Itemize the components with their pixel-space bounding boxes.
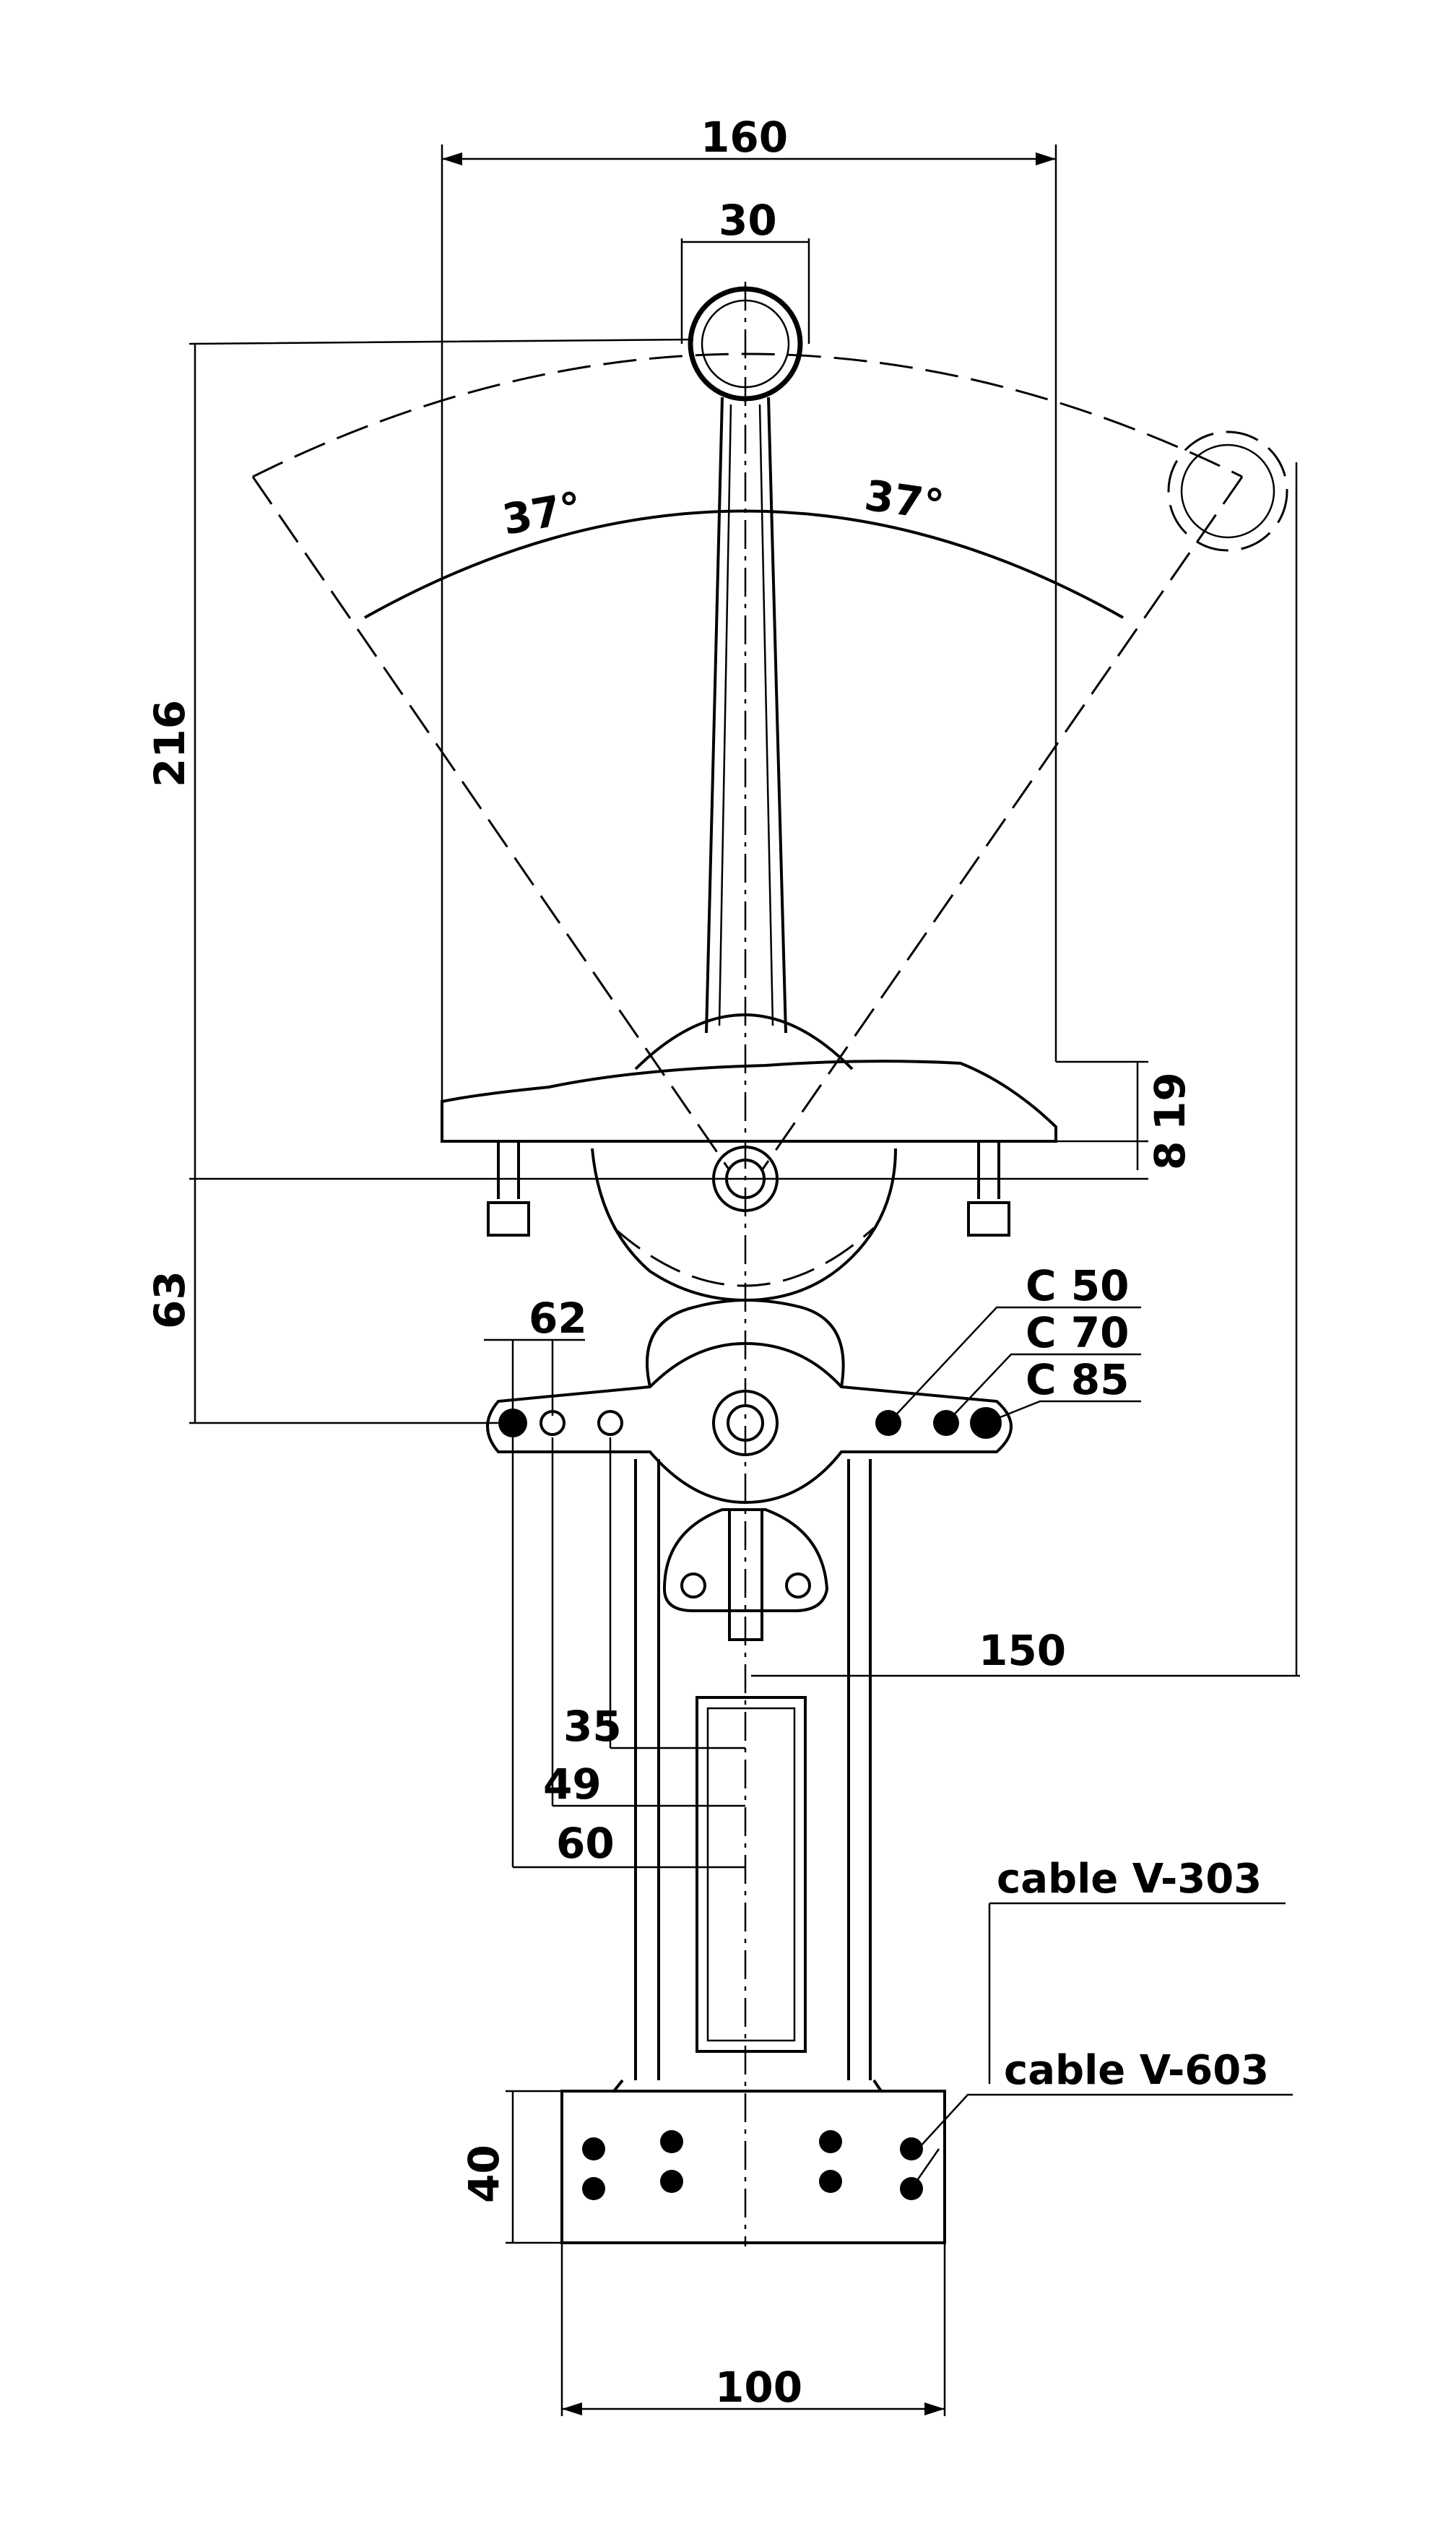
dim-pivot-drop: 63 (145, 1271, 194, 1329)
outer-swing-arc (252, 352, 1243, 478)
base-hole (660, 2130, 683, 2153)
bolt-left-nut (487, 1201, 530, 1237)
dim-216-lines (188, 338, 1056, 1180)
dim-hole-pitch: 62 (529, 1294, 587, 1343)
label-cable-v303: cable V-303 (997, 1856, 1262, 1903)
cover-flange (441, 1060, 1057, 1237)
hole-leaders (888, 1306, 1141, 1424)
dim-angle-left: 37° (499, 483, 586, 545)
dim-base-width: 100 (715, 2363, 802, 2412)
column (610, 1459, 884, 2093)
lever-shaft (705, 397, 787, 1034)
callout-c70: C 70 (1026, 1308, 1129, 1357)
dim-base-height: 40 (459, 2145, 508, 2203)
dim-travel-49: 49 (543, 1760, 602, 1809)
dim-62-lines (484, 1338, 585, 1416)
lever-hub (634, 1013, 854, 1070)
cable-labels: cable V-303 cable V-603 (997, 1856, 1269, 2094)
dim-angle-right: 37° (862, 471, 947, 531)
dim-travel-lines (511, 1437, 745, 1869)
base-hole (660, 2170, 683, 2193)
cross-arm (486, 1341, 1013, 1505)
base-hole (819, 2170, 842, 2193)
dim-flange-offset: 8 (1145, 1141, 1195, 1170)
dim-travel-35: 35 (563, 1702, 622, 1751)
hole-left-1 (498, 1409, 527, 1437)
bolt-right-shank (977, 1141, 1000, 1199)
base-hole (900, 2137, 923, 2160)
hole-callouts: C 50 C 70 C 85 (1026, 1261, 1129, 1404)
dim-overall-width: 160 (701, 113, 788, 162)
bolt-right-nut (967, 1201, 1010, 1237)
hole-left-3 (597, 1410, 623, 1436)
upper-housing (591, 1148, 897, 1302)
angle-arc (364, 509, 1124, 619)
tilted-ring-ghost-inner (1180, 444, 1275, 539)
housing (486, 1146, 1013, 1641)
base-hole (582, 2177, 605, 2200)
dim-160-lines (441, 144, 1057, 1102)
lower-lug (662, 1508, 829, 1612)
lug-hole-right (785, 1572, 811, 1598)
flange-plate (441, 1060, 1057, 1143)
lever-shaft-inner (718, 404, 774, 1026)
dim-travel-150: 150 (979, 1626, 1066, 1675)
dim-40-lines (506, 2090, 562, 2244)
upper-housing-hidden (613, 1226, 875, 1287)
lever-body (634, 286, 854, 1070)
base-hole (819, 2130, 842, 2153)
dim-150-lines (751, 462, 1300, 1677)
dim-ring-diameter: 30 (719, 196, 777, 245)
dim-100-lines (560, 2243, 946, 2416)
tilted-ring-ghost (1167, 431, 1288, 552)
cable-v603-leader (910, 2093, 1293, 2189)
column-foot (610, 2079, 884, 2093)
base-block (560, 2090, 946, 2244)
left-extreme-line (251, 476, 731, 1171)
dim-63-lines (189, 1179, 498, 1424)
base-plate (560, 2090, 946, 2244)
column-window-inner (706, 1707, 796, 2042)
column-window (696, 1696, 807, 2053)
callout-c50: C 50 (1026, 1261, 1129, 1310)
dim-lever-height: 216 (145, 700, 194, 787)
base-hole (582, 2137, 605, 2160)
dim-travel-60: 60 (556, 1819, 615, 1868)
dim-flange-lines (1056, 1060, 1148, 1180)
cable-v303-leader (988, 1902, 1286, 2084)
dim-flange-thickness: 19 (1145, 1072, 1195, 1130)
lower-housing (646, 1299, 845, 1388)
dim-30-lines (680, 238, 810, 344)
bolt-left-shank (497, 1141, 520, 1199)
dimension-lines (188, 144, 1300, 2416)
swing-envelope (251, 352, 1288, 1171)
callout-c85: C 85 (1026, 1355, 1129, 1404)
label-cable-v603: cable V-603 (1004, 2047, 1269, 2094)
lug-stem (728, 1510, 763, 1641)
right-extreme-line (760, 476, 1244, 1171)
lug-hole-left (680, 1572, 706, 1598)
column-walls (634, 1459, 872, 2080)
